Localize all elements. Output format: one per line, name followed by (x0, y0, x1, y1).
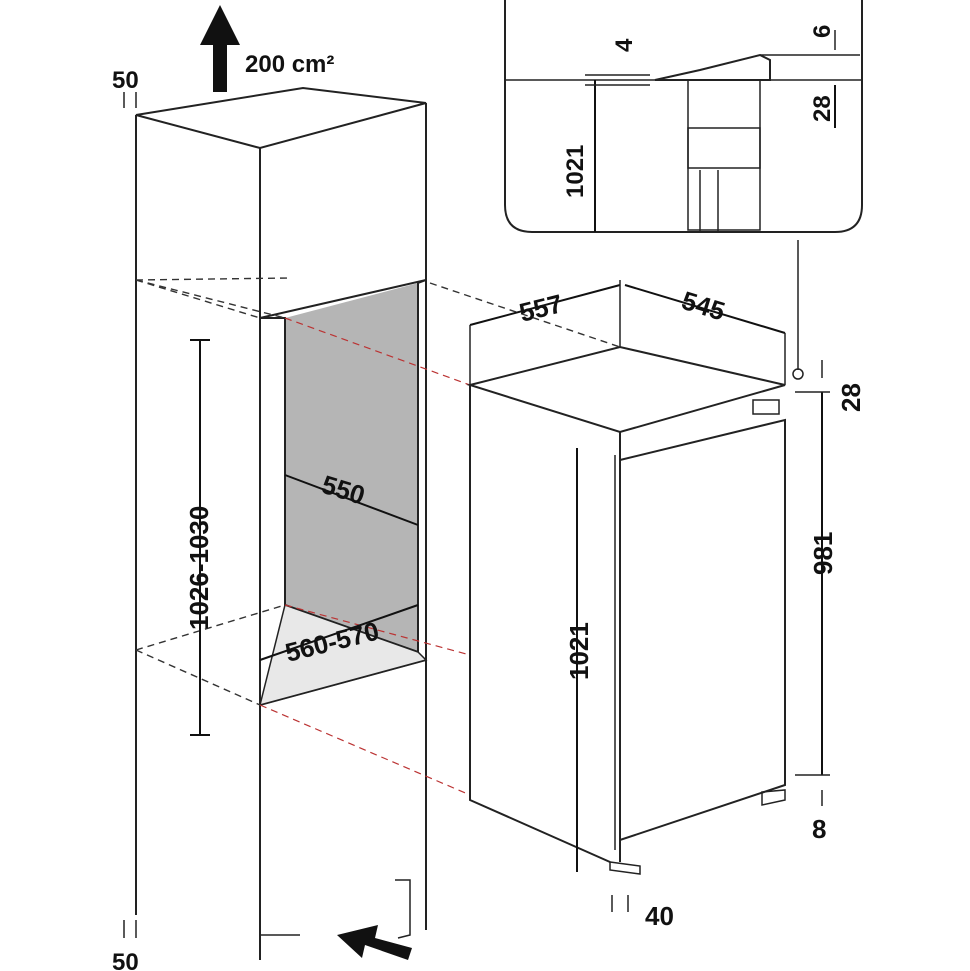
bottom-offset-label: 8 (812, 814, 826, 844)
cabinet-dimensions (123, 92, 419, 938)
top-hinge (752, 399, 780, 415)
vent-area-label: 200 cm² (245, 51, 334, 78)
detail-door-block (687, 79, 761, 231)
door-height-label: 981 (808, 532, 838, 575)
tall-cabinet (135, 86, 621, 960)
niche-width-dim-line (284, 474, 419, 526)
niche-height-label: 1026-1030 (184, 506, 214, 630)
niche-back-wall (285, 283, 418, 652)
top-offset-label: 28 (836, 383, 866, 412)
fridge (466, 345, 786, 875)
cabinet-top-face (135, 86, 427, 150)
fridge-door (619, 418, 786, 842)
fridge-width-label: 557 (516, 288, 565, 328)
detail-height-label: 1021 (562, 145, 589, 198)
hidden-edge-2 (135, 649, 261, 706)
niche-depth-dim-line (259, 604, 419, 661)
projection-line-red-top (284, 317, 471, 386)
fridge-depth-label: 545 (678, 285, 728, 326)
detail-view (504, 0, 863, 233)
airflow-in-arrow-icon (337, 925, 412, 960)
detail-rail-label: 28 (809, 95, 836, 122)
airflow-arrows (200, 5, 412, 960)
cabinet-upper-front (259, 103, 427, 320)
hidden-edge-1 (135, 279, 261, 319)
fridge-dimensions (469, 240, 830, 912)
detail-hinge (654, 53, 771, 81)
fridge-left-edge (469, 385, 611, 863)
fridge-width-dim-line (469, 284, 621, 326)
detail-marker-icon (792, 368, 804, 380)
projection-line-top (429, 282, 621, 348)
door-offset-label: 40 (645, 901, 674, 931)
bottom-gap-label: 50 (112, 949, 139, 971)
dimension-labels: 200 cm² 50 50 1026-1030 550 560-570 557 … (112, 25, 866, 971)
rear-foot (761, 789, 786, 806)
projection-line-red-mid (284, 604, 471, 656)
detail-gap-label: 4 (611, 38, 638, 52)
fridge-height-label: 1021 (564, 622, 594, 680)
detail-frame (504, 0, 863, 233)
fridge-top-face (466, 345, 786, 434)
hidden-edge-5 (135, 277, 291, 281)
detail-top-label: 6 (809, 25, 836, 38)
hidden-edge-4 (135, 279, 286, 319)
niche-floor (258, 604, 428, 707)
fridge-depth-dim-line (624, 284, 786, 334)
plinth-edge (395, 879, 411, 939)
projection-line-red-bottom (259, 704, 471, 796)
top-gap-label: 50 (112, 67, 139, 94)
airflow-up-arrow-icon (200, 5, 240, 92)
hidden-edge-3 (135, 604, 286, 651)
bottom-foot (609, 861, 641, 875)
